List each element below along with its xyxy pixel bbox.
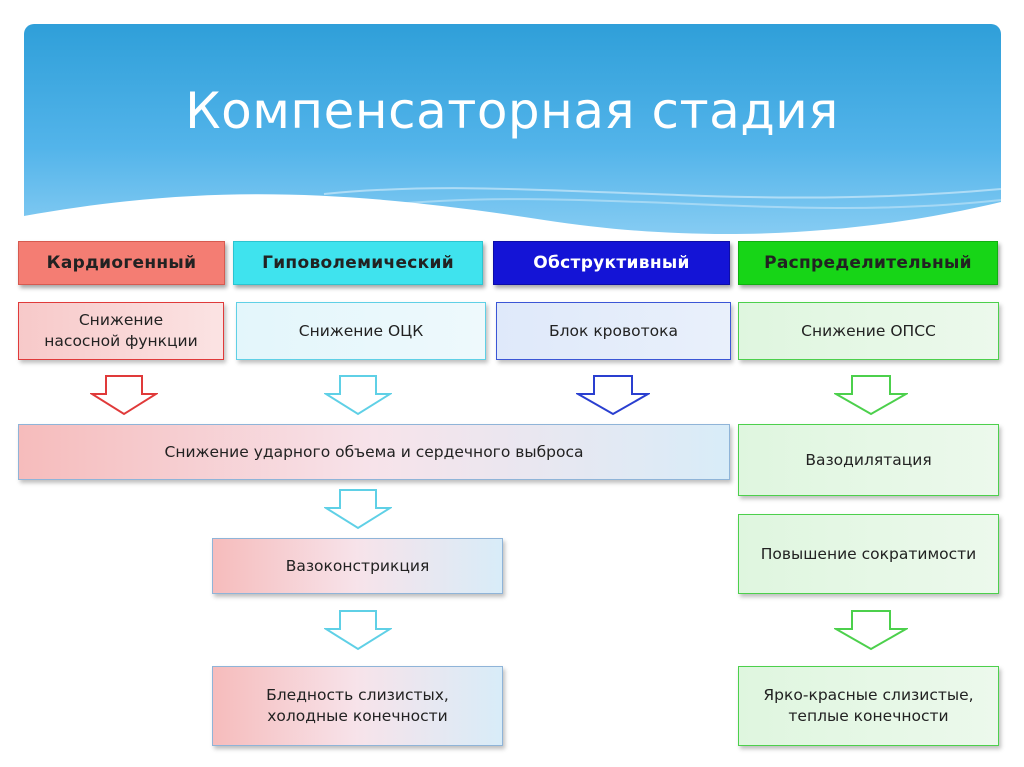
header-banner (24, 24, 1001, 250)
box-pale-mucosa: Бледность слизистых, холодные конечности (212, 666, 503, 746)
arrow-down-icon (834, 610, 908, 651)
arrow-down-icon (324, 610, 392, 651)
arrow-down-icon (324, 375, 392, 416)
box-resistance-decrease: Снижение ОПСС (738, 302, 999, 360)
box-contractility-increase: Повышение сократимости (738, 514, 999, 594)
arrow-down-icon (576, 375, 650, 416)
box-vasodilation: Вазодилятация (738, 424, 999, 496)
arrow-down-icon (90, 375, 158, 416)
header-wave (24, 187, 1001, 250)
arrow-down-icon (324, 489, 392, 530)
box-flow-block: Блок кровотока (496, 302, 731, 360)
arrow-down-icon (834, 375, 908, 416)
box-bright-red-mucosa: Ярко-красные слизистые, теплые конечност… (738, 666, 999, 746)
category-hypovolemic: Гиповолемический (233, 241, 483, 285)
category-distributive: Распределительный (738, 241, 998, 285)
box-blood-volume-decrease: Снижение ОЦК (236, 302, 486, 360)
box-stroke-volume-decrease: Снижение ударного объема и сердечного вы… (18, 424, 730, 480)
page-title: Компенсаторная стадия (185, 82, 839, 140)
box-pump-failure: Снижение насосной функции (18, 302, 224, 360)
category-obstructive: Обструктивный (493, 241, 730, 285)
box-vasoconstriction: Вазоконстрикция (212, 538, 503, 594)
category-cardiogenic: Кардиогенный (18, 241, 225, 285)
